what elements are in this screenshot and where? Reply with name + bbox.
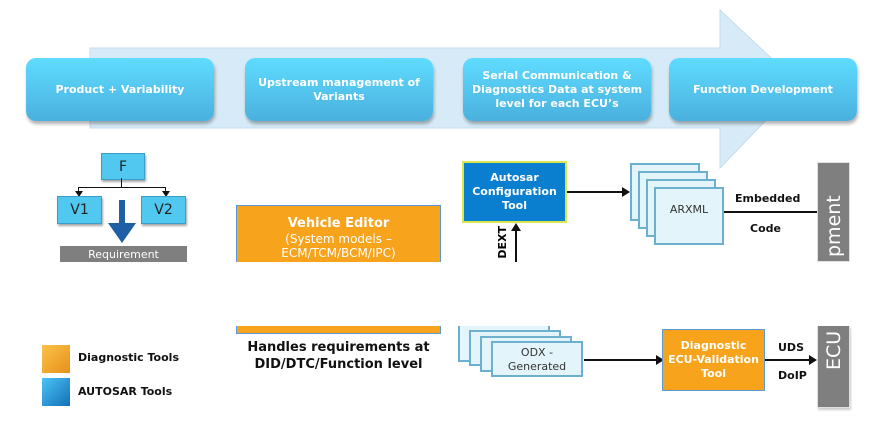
down-arrow-icon (108, 200, 136, 243)
tree-connector (78, 187, 79, 193)
arrow-head-icon (511, 223, 521, 231)
diagnostic-tool-label: ECU-Validation (668, 353, 759, 366)
arxml-label: ARXML (669, 203, 709, 216)
embedded-label: Embedded (735, 192, 801, 205)
ecu-bar: ECU (817, 326, 850, 408)
arrow-head-icon (622, 187, 630, 197)
stage-product-variability: Product + Variability (26, 58, 214, 121)
arrow-head-icon (809, 355, 817, 365)
stage-serial-communication: Serial Communication & Diagnostics Data … (463, 58, 651, 121)
stage-label: Product + Variability (55, 82, 185, 96)
vehicle-editor-caption: Handles requirements at DID/DTC/Function… (236, 339, 441, 373)
tree-node-label: V2 (154, 202, 173, 218)
legend-swatch-diagnostic-icon (42, 345, 70, 373)
odx-label: Generated (507, 360, 567, 373)
vehicle-editor-subtitle: (System models – (285, 232, 392, 246)
development-bar-label: pment (823, 195, 845, 257)
tree-node-v1: V1 (57, 196, 102, 224)
odx-label: ODX - (520, 346, 554, 359)
embedded-code-line (724, 211, 817, 213)
arxml-document: ARXML (654, 187, 724, 245)
development-bar: pment (817, 162, 850, 262)
dext-label: DEXT (496, 226, 509, 259)
dext-arrow-line (515, 228, 517, 262)
stage-label: Upstream management of Variants (258, 75, 420, 103)
stage-function-development: Function Development (669, 58, 857, 121)
legend-swatch-autosar-icon (42, 378, 70, 406)
odx-to-diagnostic-arrow (584, 359, 657, 361)
legend-label-diagnostic: Diagnostic Tools (78, 351, 179, 364)
stage-label: Serial Communication & Diagnostics Data … (471, 68, 643, 110)
ecu-bar-label: ECU (823, 330, 845, 370)
doip-label: DoIP (778, 369, 807, 382)
caption-line: Handles requirements at (247, 340, 430, 355)
requirement-bar: Requirement (60, 246, 187, 262)
tree-connector (121, 178, 122, 187)
requirement-label: Requirement (88, 248, 159, 261)
diagnostic-tool-label: Diagnostic (680, 339, 747, 352)
uds-doip-arrow (765, 359, 810, 361)
tree-node-root: F (101, 153, 145, 180)
arrow-head-icon (162, 191, 170, 197)
diagnostic-tool-label: Tool (701, 367, 726, 380)
arrow-head-icon (656, 355, 664, 365)
autosar-configuration-tool-box: Autosar Configuration Tool (462, 161, 567, 223)
arrow-head-icon (75, 191, 83, 197)
tree-connector (78, 187, 166, 188)
code-label: Code (750, 222, 781, 235)
tree-node-v2: V2 (141, 196, 186, 224)
vehicle-editor-box: Vehicle Editor (System models – ECM/TCM/… (236, 205, 441, 262)
uds-label: UDS (778, 341, 804, 354)
caption-line: DID/DTC/Function level (254, 357, 423, 372)
autosar-to-arxml-arrow (567, 191, 623, 193)
stage-label: Function Development (693, 82, 833, 96)
vehicle-editor-box-bottom (236, 326, 441, 334)
vehicle-editor-title: Vehicle Editor (287, 216, 390, 231)
legend-label-autosar: AUTOSAR Tools (78, 385, 173, 398)
tree-connector (165, 187, 166, 193)
stage-upstream-variants: Upstream management of Variants (245, 58, 433, 121)
vehicle-editor-subtitle: ECM/TCM/BCM/IPC) (281, 246, 396, 260)
process-arrow-shape (89, 8, 801, 170)
tree-node-label: V1 (70, 202, 89, 218)
autosar-tool-label: Autosar Configuration Tool (472, 171, 557, 212)
odx-document: ODX - Generated (491, 341, 583, 377)
tree-node-label: F (118, 158, 128, 175)
diagnostic-validation-tool-box: Diagnostic ECU-Validation Tool (662, 329, 765, 391)
